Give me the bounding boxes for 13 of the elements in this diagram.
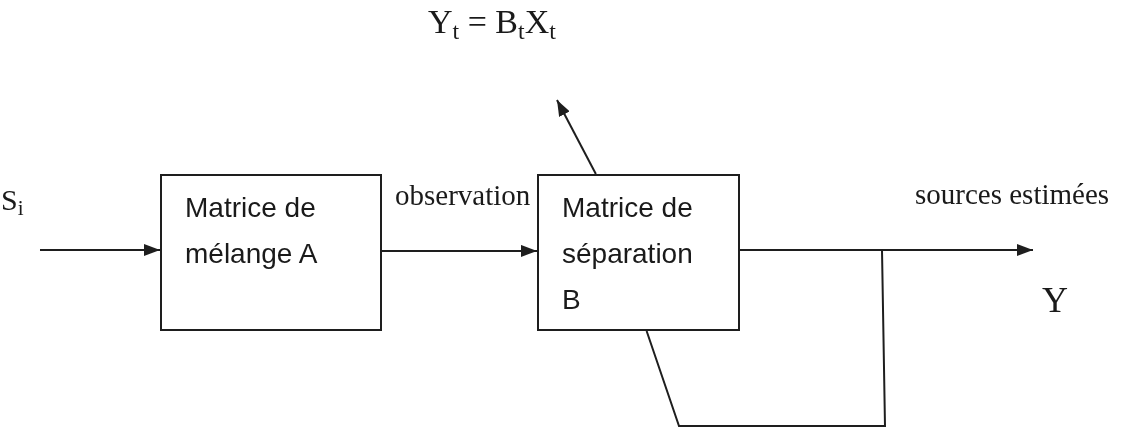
process-box [537,174,740,331]
box-label: Matrice de séparation B [562,191,694,317]
signal-label: S$_{i}$ [1,182,24,217]
edge-label: sources estimées [915,178,1110,211]
output-label: Y [1042,280,1068,321]
edge-label: observation [395,179,531,212]
equation-text: Y$_{t}$ = B$_{t}$X$_{t}$ [428,2,556,41]
connector-line [645,249,886,427]
arrow [556,99,597,175]
box-label: Matrice de mélange A [185,191,319,271]
arrow [39,244,161,256]
arrow [381,244,538,257]
process-box [160,174,382,331]
